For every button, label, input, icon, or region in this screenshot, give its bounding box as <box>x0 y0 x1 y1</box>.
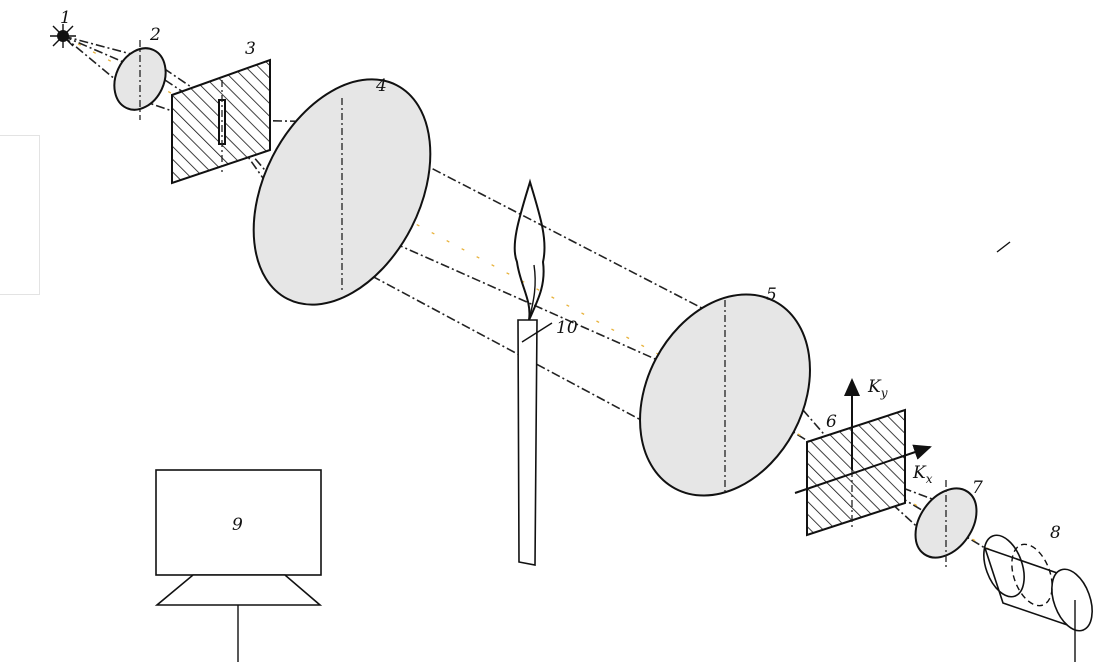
candle <box>513 178 553 566</box>
light-source <box>50 24 76 48</box>
label-source: 1 <box>60 8 71 28</box>
camera <box>983 534 1093 662</box>
slit-screen <box>171 58 271 185</box>
label-focusing-lens: 5 <box>766 285 777 305</box>
stray-tick-mark <box>996 241 1011 253</box>
label-kx-main: K <box>912 463 927 483</box>
label-ky-main: K <box>867 377 882 397</box>
label-imaging-lens: 7 <box>972 478 983 498</box>
label-kx-sub: x <box>926 472 933 486</box>
label-camera: 8 <box>1050 523 1061 543</box>
label-collimator-lens: 4 <box>375 76 387 96</box>
focusing-lens <box>639 293 811 497</box>
collimator-lens <box>252 78 432 306</box>
label-spatial-filter: 6 <box>826 412 837 432</box>
monitor <box>154 469 323 662</box>
kx-axis-arrow <box>794 444 932 494</box>
label-kx: Kx <box>912 463 933 486</box>
label-monitor: 9 <box>232 515 243 535</box>
label-candle: 10 <box>556 318 578 338</box>
label-slit-screen: 3 <box>245 39 256 59</box>
page-side-tab <box>0 135 40 295</box>
label-condenser-lens: 2 <box>149 25 161 45</box>
label-ky-sub: y <box>880 386 888 400</box>
condenser-lens <box>113 40 167 120</box>
label-ky: Ky <box>867 377 888 400</box>
imaging-lens <box>914 480 978 570</box>
spatial-filter <box>806 395 906 537</box>
